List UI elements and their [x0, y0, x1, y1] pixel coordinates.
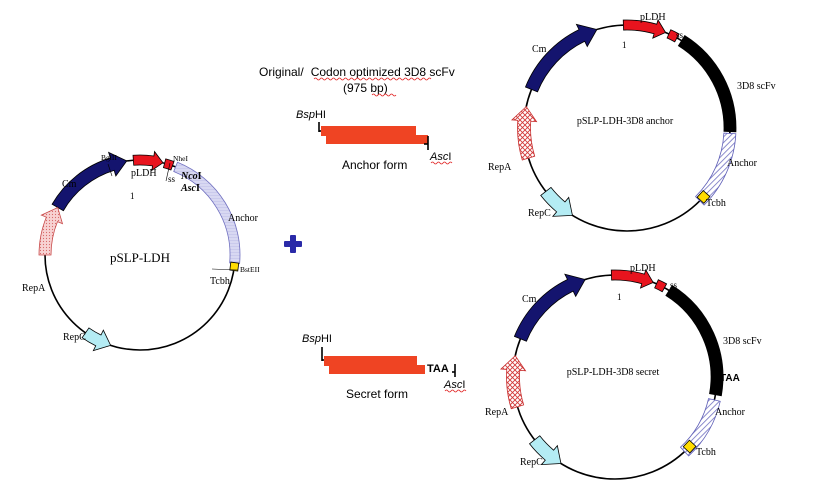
label-pldh: pLDH — [131, 168, 157, 179]
insert-lower-strand — [326, 135, 428, 144]
label-asci: AscI — [180, 183, 200, 194]
label-repa: RepA — [485, 407, 509, 418]
insert-upper-strand — [321, 126, 416, 136]
segment-repa — [499, 355, 527, 410]
label-ss: ss — [168, 174, 176, 184]
leader-bsteii — [211, 268, 239, 271]
label-cm: Cm — [532, 44, 547, 55]
label-repa: RepA — [22, 283, 46, 294]
plasmid-name: pSLP-LDH — [110, 250, 170, 265]
spellcheck-squiggle — [444, 389, 467, 393]
label-tcbh: Tcbh — [706, 198, 726, 209]
segment-pldh — [610, 268, 654, 289]
label-bsphi: BspHI — [296, 109, 326, 121]
segment-repc — [528, 435, 562, 466]
label-tcbh: Tcbh — [696, 447, 716, 458]
insert-secret-form: BspHI TAA AscI Secret form — [302, 333, 467, 401]
label-repa: RepA — [488, 162, 512, 173]
label-3d8-scfv: 3D8 scFv — [723, 336, 762, 347]
leader-nhei — [165, 162, 171, 182]
plasmid-pslp-ldh: pSLP-LDH BglII pLDH NheI ss NcoI AscI Cm… — [22, 150, 260, 352]
caption-secret-form: Secret form — [346, 387, 408, 401]
segment-repa — [510, 105, 538, 161]
spellcheck-squiggle — [430, 161, 453, 165]
label-bsphi: BspHI — [302, 333, 332, 345]
leader-bglii — [107, 163, 113, 177]
segment-cm — [524, 23, 598, 93]
plasmid-name: pSLP-LDH-3D8 anchor — [577, 116, 674, 127]
label-ss: ss — [670, 280, 678, 290]
segment-3d8-scfv — [677, 35, 737, 133]
label-bsteii: BstEII — [240, 265, 260, 274]
plus-icon — [284, 235, 302, 253]
insert-header-line2: (975 bp) — [343, 81, 388, 95]
label-anchor: Anchor — [715, 407, 746, 418]
label-cm: Cm — [522, 294, 537, 305]
label-ncoi: NcoI — [180, 171, 202, 182]
segment-ss — [654, 279, 668, 293]
label-stop-codon: TAA — [427, 363, 449, 375]
caption-anchor-form: Anchor form — [342, 158, 407, 172]
label-asci: AscI — [429, 151, 451, 163]
segment-repa — [38, 206, 64, 256]
segment-pldh — [132, 150, 164, 172]
segment-repc — [81, 327, 112, 352]
label-anchor: Anchor — [727, 158, 758, 169]
label-origin-1: 1 — [130, 191, 135, 201]
label-origin-1: 1 — [622, 40, 627, 50]
label-cm: Cm — [62, 179, 77, 190]
segment-ss — [666, 29, 680, 43]
label-repc: RepC — [63, 332, 86, 343]
segment-ss — [162, 158, 175, 171]
label-repc: RepC — [528, 208, 551, 219]
label-nhei: NheI — [173, 154, 188, 163]
segment-cm — [513, 273, 586, 342]
label-origin-1: 1 — [617, 292, 622, 302]
spellcheck-squiggle — [371, 93, 397, 97]
label-ss: ss — [676, 30, 684, 40]
label-3d8-scfv: 3D8 scFv — [737, 81, 776, 92]
label-tcbh: Tcbh — [210, 276, 230, 287]
plus-vertical-bar — [290, 235, 296, 253]
insert-upper-strand — [324, 356, 417, 366]
insert-anchor-form: BspHI AscI Anchor form — [296, 109, 453, 172]
label-stop-codon: TAA — [720, 373, 740, 384]
segment-tcbh — [229, 261, 240, 272]
segment-3d8-scfv — [665, 284, 724, 397]
insert-header-line1: Original/Codon optimized 3D8 scFv — [259, 65, 455, 79]
label-repc: RepC — [520, 457, 543, 468]
segment-repc — [540, 186, 573, 217]
spellcheck-squiggle — [313, 77, 432, 81]
segment-tcbh — [696, 189, 711, 204]
plasmid-pslp-ldh-3d8-anchor: pSLP-LDH-3D8 anchor pLDH ss Cm 1 3D8 scF… — [488, 12, 776, 232]
label-bglii: BglII — [101, 153, 117, 162]
segment-anchor — [695, 132, 737, 206]
insert-lower-strand — [329, 365, 425, 374]
segment-pldh — [622, 18, 667, 39]
label-anchor: Anchor — [228, 213, 259, 224]
segment-cm — [51, 151, 128, 212]
label-asci: AscI — [443, 379, 465, 391]
segment-tcbh — [682, 439, 697, 454]
plasmid-name: pSLP-LDH-3D8 secret — [567, 367, 660, 378]
plasmid-pslp-ldh-3d8-secret: pSLP-LDH-3D8 secret pLDH ss Cm 1 3D8 scF… — [485, 263, 762, 480]
label-pldh: pLDH — [630, 263, 656, 274]
insert-header: Original/Codon optimized 3D8 scFv (975 b… — [259, 65, 455, 97]
label-pldh: pLDH — [640, 12, 666, 23]
